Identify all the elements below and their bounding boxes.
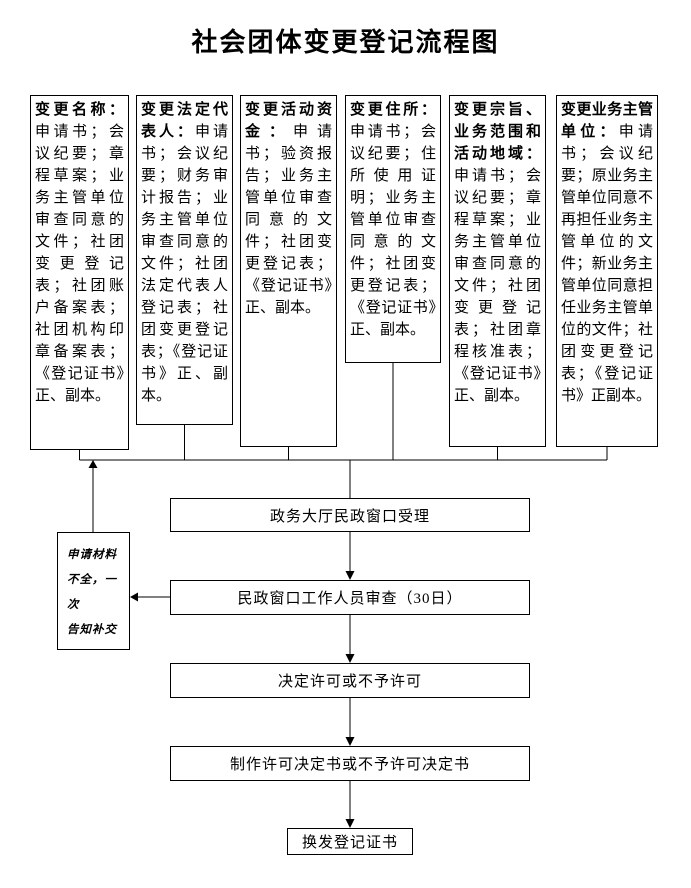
- material-box-heading: 变更住所：: [350, 102, 436, 118]
- step-label: 制作许可决定书或不予许可决定书: [229, 757, 470, 773]
- material-box-change-supervisory-unit: 变更业务主管单位：申请书；会议纪要；原业务主管单位同意不再担任业务主管单位的文件…: [556, 95, 658, 447]
- feedback-line: 不全，一次: [67, 574, 117, 611]
- material-box-body: 申请书；会议纪要；原业务主管单位同意不再担任业务主管单位的文件；新业务主管单位同…: [561, 124, 653, 404]
- material-box-heading: 变更名称：: [35, 102, 124, 118]
- material-box-body: 申请书；会议纪要；住所使用证明；业务主管单位审查同意的文件；社团变更登记表；《登…: [350, 124, 436, 338]
- step-label: 换发登记证书: [301, 835, 398, 851]
- material-box-heading: 变更业务主管单位：: [561, 102, 653, 140]
- material-box-change-address: 变更住所： 申请书；会议纪要；住所使用证明；业务主管单位审查同意的文件；社团变更登…: [345, 95, 441, 363]
- arrow-feedback-to-bus: [88, 460, 98, 532]
- feedback-line: 申请材料: [67, 549, 117, 561]
- material-box-change-purpose-scope: 变更宗旨、业务范围和活动地域：申请书；会议纪要；章程草案；业务主管单位审查同意的…: [449, 95, 546, 447]
- material-box-change-activity-funds: 变更活动资金：申请书；验资报告；业务主管单位审查同意的文件；社团变更登记表；《登…: [240, 95, 337, 447]
- material-box-change-legal-representative: 变更法定代表人：申请书；会议纪要；财务审计报告；业务主管单位审查同意的文件；社团…: [136, 95, 233, 425]
- material-box-heading: 变更活动资金：: [245, 102, 332, 140]
- material-box-body: 申请书；会议纪要；章程草案；业务主管单位审查同意的文件；社团变更登记表；社团账户…: [35, 124, 124, 404]
- arrow-step1-step2: [345, 532, 355, 580]
- step-label: 政务大厅民政窗口受理: [269, 508, 430, 525]
- step-label: 民政窗口工作人员审查（30日）: [237, 591, 463, 607]
- feedback-box-incomplete-materials: 申请材料 不全，一次 告知补交: [57, 532, 130, 650]
- feedback-line: 告知补交: [67, 624, 117, 636]
- material-box-body: 申请书；验资报告；业务主管单位审查同意的文件；社团变更登记表；《登记证书》正、副…: [245, 124, 332, 316]
- material-box-body: 申请书；会议纪要；章程草案；业务主管单位审查同意的文件；社团变更登记表；社团章程…: [454, 168, 541, 404]
- arrow-step4-step5: [345, 781, 355, 828]
- step-reissue-certificate: 换发登记证书: [287, 828, 413, 855]
- step-issue-decision-document: 制作许可决定书或不予许可决定书: [170, 746, 530, 781]
- arrow-step3-step4: [345, 698, 355, 746]
- step-label: 决定许可或不予许可: [277, 674, 422, 690]
- step-window-acceptance: 政务大厅民政窗口受理: [170, 498, 530, 532]
- step-staff-review: 民政窗口工作人员审查（30日）: [170, 580, 530, 615]
- page-title: 社会团体变更登记流程图: [191, 28, 500, 57]
- material-box-heading: 变更宗旨、业务范围和活动地域：: [454, 102, 541, 162]
- material-box-body: 申请书；会议纪要；财务审计报告；业务主管单位审查同意的文件；社团法定代表人登记表…: [141, 124, 228, 404]
- arrow-step2-to-feedback: [130, 592, 170, 602]
- step-decision: 决定许可或不予许可: [170, 663, 530, 698]
- material-box-change-name: 变更名称： 申请书；会议纪要；章程草案；业务主管单位审查同意的文件；社团变更登记表…: [30, 95, 129, 450]
- material-box-heading: 变更法定代表人：: [141, 102, 228, 140]
- arrow-step2-step3: [345, 615, 355, 663]
